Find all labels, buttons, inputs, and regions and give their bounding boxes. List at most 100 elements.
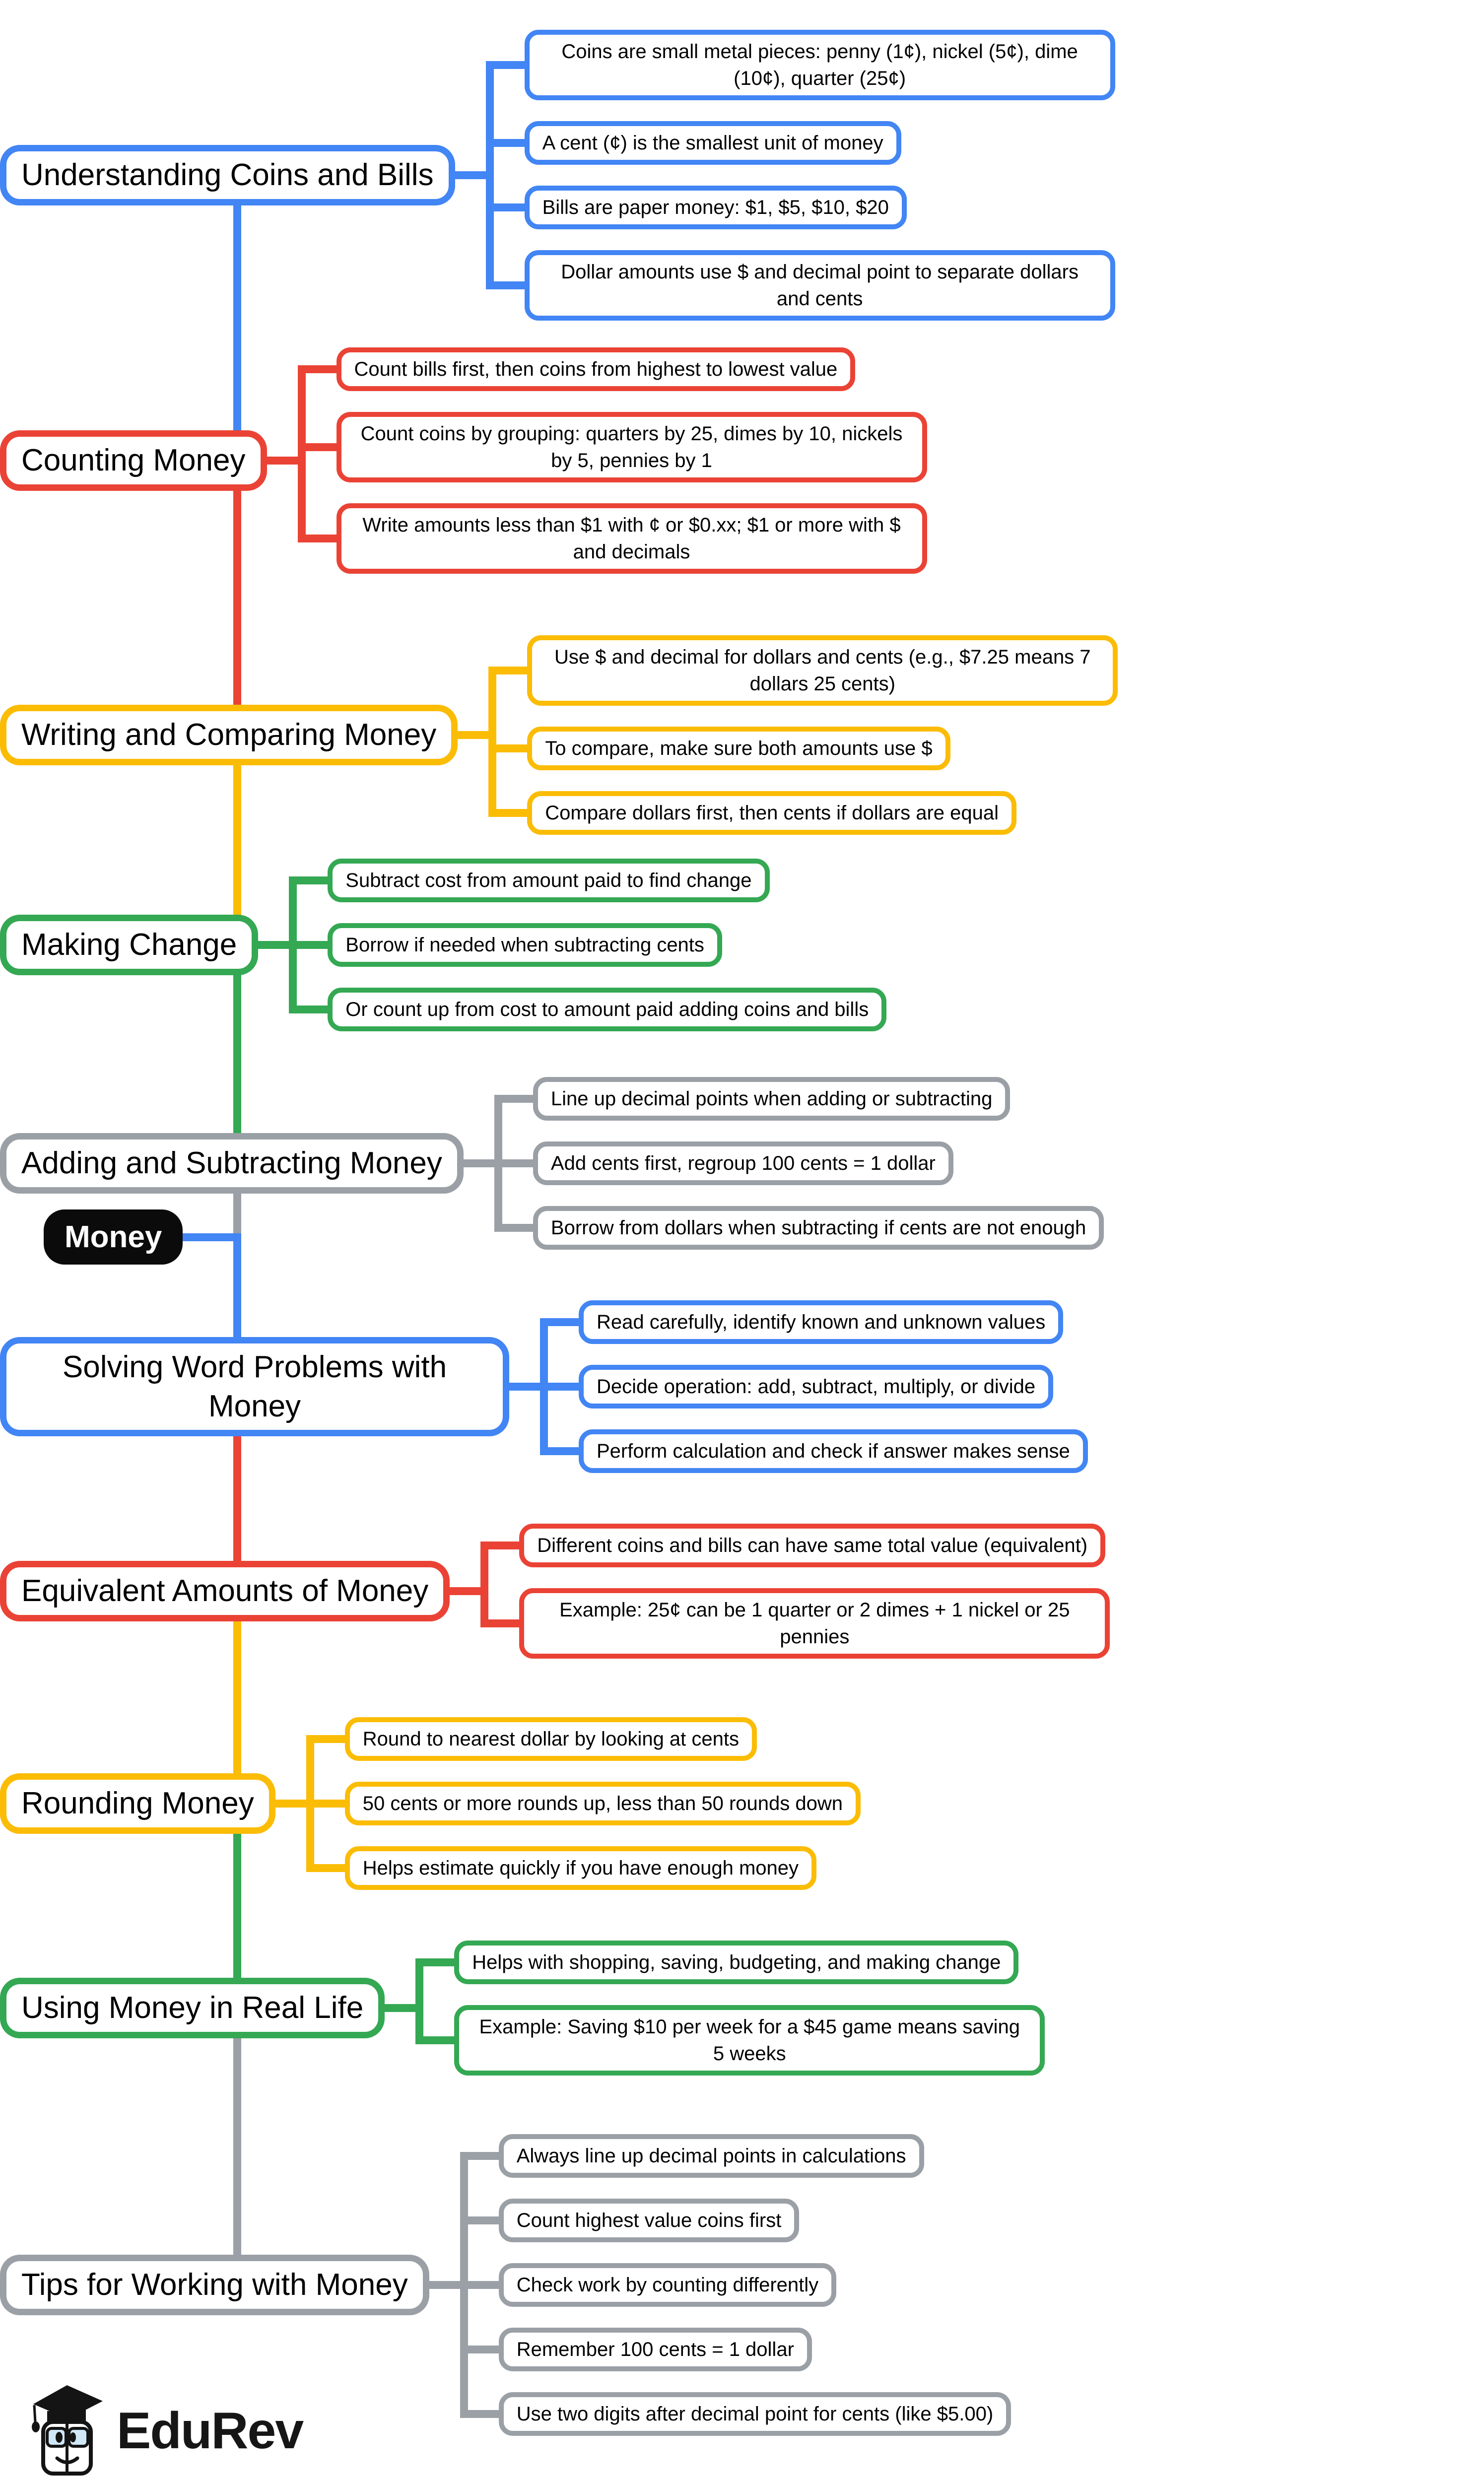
leaf-node: Line up decimal points when adding or su… xyxy=(533,1077,1011,1121)
connector-line xyxy=(464,2410,506,2418)
connector-line xyxy=(293,876,335,884)
connector-line xyxy=(485,61,494,289)
branch-label: Adding and Subtracting Money xyxy=(0,1133,464,1194)
branch-making-change: Making Change Subtract cost from amount … xyxy=(0,859,887,1031)
leaf-group: Read carefully, identify known and unkno… xyxy=(579,1300,1088,1473)
leaf-node: Count bills first, then coins from highe… xyxy=(336,347,856,391)
connector-line xyxy=(269,1799,314,1808)
leaf-node: Add cents first, regroup 100 cents = 1 d… xyxy=(533,1141,953,1185)
connector-line xyxy=(489,203,532,211)
leaf-node: Perform calculation and check if answer … xyxy=(579,1429,1088,1473)
connector-line xyxy=(464,2152,506,2160)
connector-line xyxy=(423,2280,468,2289)
leaf-node: To compare, make sure both amounts use $ xyxy=(527,727,950,770)
branch-equivalent-amounts-of-money: Equivalent Amounts of Money Different co… xyxy=(0,1524,1110,1659)
branch-counting-money: Counting Money Count bills first, then c… xyxy=(0,347,927,574)
leaf-node: Helps with shopping, saving, budgeting, … xyxy=(454,1941,1019,1984)
branch-adding-and-subtracting-money: Adding and Subtracting Money Line up dec… xyxy=(0,1077,1104,1250)
connector-line xyxy=(419,1958,462,1966)
branch-label: Counting Money xyxy=(0,430,267,491)
edurev-logo: EduRev xyxy=(27,2381,304,2481)
edurev-mascot-icon xyxy=(27,2381,107,2481)
connector-line xyxy=(457,1159,502,1167)
leaf-group: Different coins and bills can have same … xyxy=(519,1524,1110,1659)
leaf-group: Count bills first, then coins from highe… xyxy=(336,347,927,574)
connector-line xyxy=(464,2281,506,2289)
branch-writing-and-comparing-money: Writing and Comparing Money Use $ and de… xyxy=(0,635,1118,835)
branch-label: Solving Word Problems with Money xyxy=(0,1337,509,1437)
leaf-node: Borrow if needed when subtracting cents xyxy=(328,923,722,967)
leaf-node: Helps estimate quickly if you have enoug… xyxy=(344,1846,817,1890)
branch-label: Using Money in Real Life xyxy=(0,1978,385,2038)
leaf-group: Use $ and decimal for dollars and cents … xyxy=(527,635,1118,835)
connector-line xyxy=(452,731,497,739)
leaf-node: Use two digits after decimal point for c… xyxy=(498,2392,1012,2436)
leaf-node: Read carefully, identify known and unkno… xyxy=(579,1300,1064,1344)
connector-line xyxy=(419,2036,462,2044)
leaf-node: Count coins by grouping: quarters by 25,… xyxy=(336,412,927,482)
connector-line xyxy=(310,1800,352,1808)
leaf-node: Example: 25¢ can be 1 quarter or 2 dimes… xyxy=(519,1588,1110,1659)
leaf-node: Bills are paper money: $1, $5, $10, $20 xyxy=(524,186,907,229)
leaf-node: Count highest value coins first xyxy=(498,2199,800,2242)
branch-using-money-in-real-life: Using Money in Real Life Helps with shop… xyxy=(0,1941,1045,2076)
leaf-node: Round to nearest dollar by looking at ce… xyxy=(344,1717,757,1761)
leaf-node: Check work by counting differently xyxy=(498,2263,837,2307)
branch-solving-word-problems-with-money: Solving Word Problems with Money Read ca… xyxy=(0,1300,1088,1473)
leaf-group: Helps with shopping, saving, budgeting, … xyxy=(454,1941,1045,2076)
leaf-node: Or count up from cost to amount paid add… xyxy=(328,988,887,1031)
connector-line xyxy=(492,809,535,817)
connector-line xyxy=(261,456,306,465)
connector-line xyxy=(489,139,532,147)
connector-line xyxy=(310,1864,352,1872)
connector-line xyxy=(489,281,532,289)
connector-line xyxy=(492,667,535,674)
branch-label: Writing and Comparing Money xyxy=(0,705,458,765)
connector-line xyxy=(293,941,335,949)
leaf-group: Round to nearest dollar by looking at ce… xyxy=(344,1717,861,1890)
connector-line xyxy=(489,61,532,69)
branch-rounding-money: Rounding Money Round to nearest dollar b… xyxy=(0,1717,861,1890)
leaf-node: 50 cents or more rounds up, less than 50… xyxy=(344,1782,861,1825)
connector-line xyxy=(498,1224,540,1232)
connector-line xyxy=(503,1383,548,1391)
branch-label: Understanding Coins and Bills xyxy=(0,145,455,205)
connector-line xyxy=(544,1383,586,1391)
leaf-node: A cent (¢) is the smallest unit of money xyxy=(524,121,901,165)
leaf-group: Subtract cost from amount paid to find c… xyxy=(328,859,887,1031)
connector-line xyxy=(492,744,535,752)
leaf-node: Coins are small metal pieces: penny (1¢)… xyxy=(524,30,1115,100)
branch-label: Rounding Money xyxy=(0,1773,275,1834)
connector-line xyxy=(498,1095,540,1103)
connector-line xyxy=(544,1318,586,1326)
connector-line xyxy=(293,1006,335,1013)
connector-line xyxy=(444,1587,489,1595)
leaf-node: Borrow from dollars when subtracting if … xyxy=(533,1206,1104,1250)
connector-line xyxy=(449,171,494,179)
leaf-node: Write amounts less than $1 with ¢ or $0.… xyxy=(336,503,927,574)
leaf-group: Coins are small metal pieces: penny (1¢)… xyxy=(524,30,1115,321)
connector-line xyxy=(544,1447,586,1455)
branch-understanding-coins-and-bills: Understanding Coins and Bills Coins are … xyxy=(0,30,1115,321)
root-node: Money xyxy=(44,1209,183,1265)
connector-line xyxy=(310,1735,352,1743)
connector-line xyxy=(498,1159,540,1167)
connector-line xyxy=(484,1619,527,1627)
branch-label: Making Change xyxy=(0,915,259,975)
connector-line xyxy=(177,1233,241,1241)
connector-line xyxy=(301,443,343,451)
branch-label: Equivalent Amounts of Money xyxy=(0,1561,450,1621)
connector-line xyxy=(301,365,343,373)
branch-label: Tips for Working with Money xyxy=(0,2255,429,2315)
branch-tips-for-working-with-money: Tips for Working with Money Always line … xyxy=(0,2134,1012,2436)
connector-line xyxy=(301,535,343,542)
connector-line xyxy=(297,365,306,542)
leaf-node: Compare dollars first, then cents if dol… xyxy=(527,791,1017,835)
leaf-node: Different coins and bills can have same … xyxy=(519,1524,1106,1567)
connector-line xyxy=(415,1958,424,2044)
leaf-node: Use $ and decimal for dollars and cents … xyxy=(527,635,1118,706)
leaf-node: Remember 100 cents = 1 dollar xyxy=(498,2328,812,2371)
connector-line xyxy=(464,2346,506,2353)
leaf-node: Example: Saving $10 per week for a $45 g… xyxy=(454,2005,1045,2076)
